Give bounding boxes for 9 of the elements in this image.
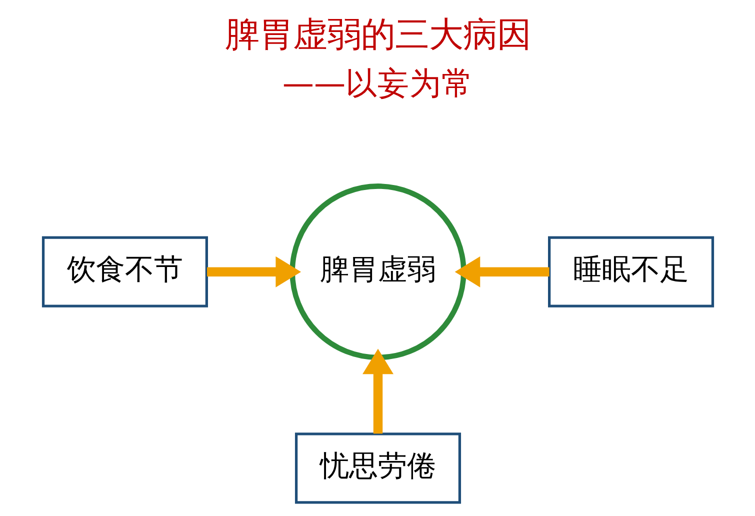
arrow [454, 256, 549, 288]
arrow [362, 348, 393, 434]
label: ——以妄为常 [282, 66, 474, 102]
node-box: 忧思劳倦 [294, 432, 461, 504]
arrow [206, 256, 300, 288]
node-box: 睡眠不足 [548, 236, 714, 308]
diagram-title: 脾胃虚弱的三大病因 [224, 15, 530, 56]
node-box: 饮食不节 [41, 236, 208, 308]
node-circle: 脾胃虚弱 [289, 184, 466, 360]
